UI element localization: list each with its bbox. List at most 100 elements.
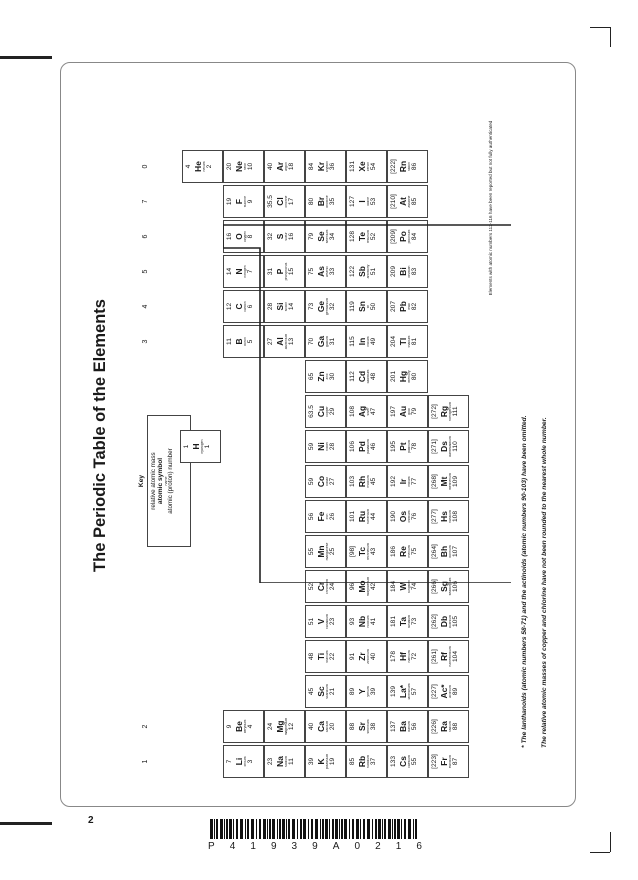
barcode-bar [341,819,343,839]
element-number: 83 [411,267,419,276]
element-mass: 45 [308,687,315,696]
barcode-character: 1 [250,841,256,852]
element-symbol: Sn [356,301,367,312]
element-mass: [226] [431,719,438,734]
element-number: 110 [452,441,460,452]
element-number: 34 [329,232,337,241]
element-mass: 84 [308,162,315,171]
element-number: 28 [329,442,337,451]
barcode-bar [229,819,232,839]
element-mass: 7 [226,759,233,764]
barcode-graphic [210,819,417,839]
element-symbol: Ru [356,510,367,523]
element-mass: 56 [308,512,315,521]
barcode-bar [335,819,338,839]
element-mass: 119 [349,301,356,312]
element-mass: 40 [308,722,315,731]
barcode-character: 4 [229,841,236,852]
element-number: 22 [329,652,337,661]
element-number: 24 [329,582,337,591]
element-number: 53 [370,197,378,206]
group-label: 7 [142,199,149,204]
element-symbol: Cd [356,370,367,383]
element-symbol: Mo [356,580,367,593]
element-number: 57 [411,687,419,696]
group-label: 4 [142,304,149,309]
barcode-bar [367,819,370,839]
element-mass: 52 [308,582,315,591]
element-number: 44 [370,512,378,521]
element-symbol: Zn [315,371,326,382]
element-symbol: Fe [315,511,326,522]
element-number: 4 [247,724,255,729]
barcode-bar [315,819,318,839]
element-number: 10 [247,162,255,171]
element-mass: 55 [308,547,315,556]
barcode-bar [332,819,334,839]
element-mass: [98] [349,546,356,557]
margin-bar [0,56,52,59]
barcode-bar [277,819,278,839]
element-symbol: Li [233,757,244,766]
barcode-bar [344,819,347,839]
barcode-character: 0 [354,841,361,852]
element-symbol: Ir [397,478,408,485]
margin-bar [0,822,52,825]
element-mass: [261] [431,649,438,664]
element-number: 26 [329,512,337,521]
element-mass: [210] [390,194,397,209]
element-mass: 23 [267,757,274,766]
element-mass: 9 [226,724,233,729]
element-number: 19 [329,757,337,766]
element-mass: 65 [308,372,315,381]
element-symbol: At [397,197,408,206]
element-symbol: I [356,200,367,203]
element-symbol: Au [397,405,408,418]
element-mass: 1 [183,444,190,449]
element-symbol: W [397,582,408,591]
element-mass: [266] [431,579,438,594]
crop-mark [610,832,612,852]
element-number: 29 [329,407,337,416]
element-mass: [272] [431,404,438,419]
barcode-bar [288,819,290,839]
barcode-character: 9 [312,841,318,852]
element-number: 76 [411,512,419,521]
element-number: 1 [204,444,212,449]
element-mass: 127 [349,196,356,208]
element-mass: 4 [185,164,192,169]
element-number: 47 [370,407,378,416]
element-symbol: Ds [438,441,449,452]
element-mass: 85 [349,757,356,766]
element-number: 55 [411,757,419,766]
element-symbol: Se [315,231,326,242]
element-mass: 139 [390,686,397,698]
element-number: 80 [411,372,419,381]
barcode-bar [269,819,271,839]
element-symbol: Mg [274,720,285,733]
element-symbol: Rb [356,755,367,768]
element-symbol: Kr [315,161,326,172]
barcode-bar [339,819,340,839]
element-symbol: Bi [397,267,408,276]
element-symbol: Ti [315,652,326,661]
element-mass: 192 [390,476,397,488]
element-symbol: He [192,161,203,172]
element-mass: 201 [390,371,397,383]
barcode-bar [279,819,281,839]
